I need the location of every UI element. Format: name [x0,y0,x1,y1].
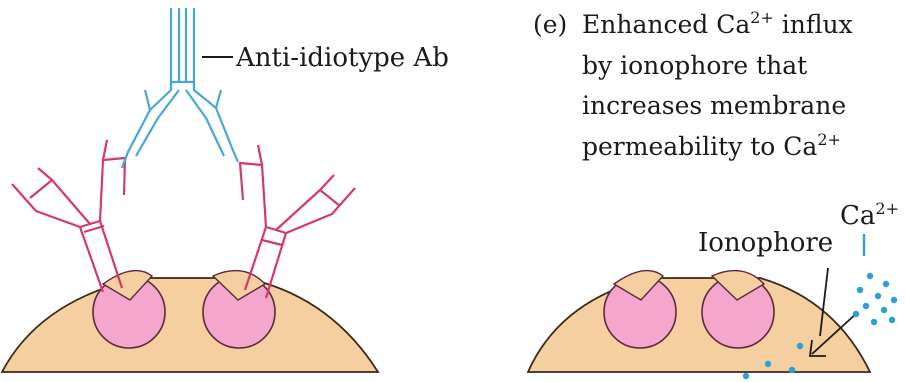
ion-dot [765,361,771,367]
ion-dot [881,307,887,313]
ion-dot [867,273,873,279]
ion-dot [875,293,881,299]
cell-surface-left [2,278,378,372]
ion-dot [789,367,795,373]
caption-letter: (e) [533,10,567,39]
cell-surface-right [528,278,870,372]
ion-dot [871,319,877,325]
red-antibody-left [12,140,125,292]
ion-dot [857,287,863,293]
ionophore-label: Ionophore [698,228,833,258]
ion-dot [797,343,803,349]
caption: (e) Enhanced Ca2+ influx by ionophore th… [533,8,853,161]
caption-line-2: by ionophore that [582,51,807,80]
caption-line-1: Enhanced Ca2+ influx [582,8,853,39]
caption-line-3: increases membrane [582,91,846,120]
anti-idiotype-antibody [122,8,238,168]
ion-dot [891,297,897,303]
ion-dot [853,311,859,317]
red-antibody-right [240,145,355,298]
right-panel: (e) Enhanced Ca2+ influx by ionophore th… [528,8,899,379]
ion-dot [883,281,889,287]
left-panel: Anti-idiotype Ab [2,8,449,372]
ion-dot [863,303,869,309]
caption-line-4: permeability to Ca2+ [582,130,841,161]
ion-dot [743,373,749,379]
antibody-label: Anti-idiotype Ab [235,43,449,73]
ca-label: Ca2+ [840,199,899,231]
ion-dot [889,317,895,323]
